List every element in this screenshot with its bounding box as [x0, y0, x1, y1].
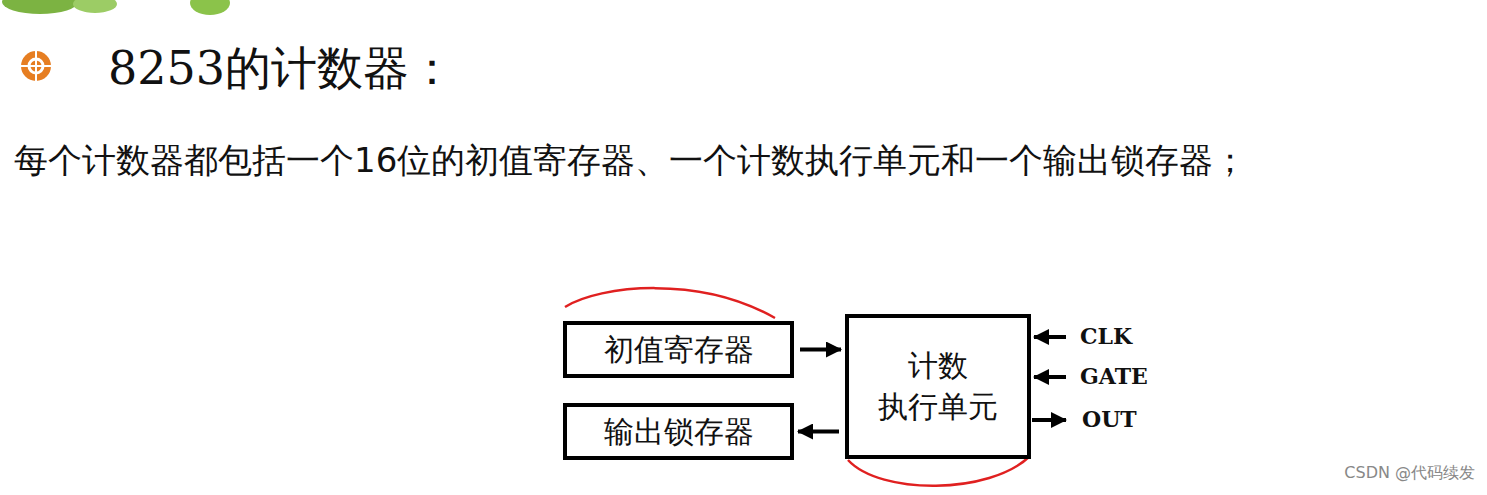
data-flow-arrow: [798, 430, 839, 434]
description-text: 每个计数器都包括一个16位的初值寄存器、一个计数执行单元和一个输出锁存器；: [14, 138, 1247, 184]
out-signal-arrow: [1032, 418, 1066, 422]
data-flow-arrow: [800, 348, 841, 352]
box-text: 初值寄存器: [604, 330, 754, 369]
signal-name: OUT: [1082, 406, 1137, 432]
box-text: 计数 执行单元: [863, 346, 1013, 427]
title: 8253的计数器：: [108, 38, 455, 100]
counter-unit-box: 计数 执行单元: [845, 314, 1031, 459]
signal-name: CLK: [1080, 323, 1132, 349]
signal-name: GATE: [1080, 363, 1148, 389]
latch-box: 输出锁存器: [563, 403, 794, 460]
bullet-cross: [21, 65, 51, 67]
red-annotation-arc: [848, 456, 1030, 486]
gate-signal-arrow: [1034, 375, 1066, 379]
red-annotation-arc: [565, 288, 775, 318]
clk-signal-arrow: [1034, 335, 1066, 339]
leaf: [190, 0, 230, 15]
bullet-icon: [21, 51, 51, 81]
leaf: [2, 0, 78, 14]
leaf: [73, 0, 117, 13]
watermark: CSDN @代码续发: [1344, 463, 1475, 484]
register-box: 初值寄存器: [563, 321, 794, 378]
box-text: 输出锁存器: [604, 412, 754, 451]
